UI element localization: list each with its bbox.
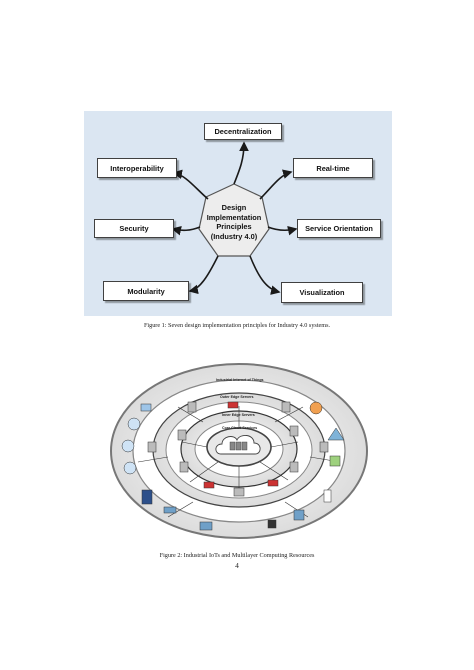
factory-icon: [329, 455, 341, 467]
machine-icon: [199, 521, 213, 531]
center-line-1: Design: [221, 203, 247, 212]
sensor-icon: [121, 439, 135, 453]
edge-server-icon: [319, 441, 329, 453]
truck-icon: [140, 403, 152, 412]
arrow-decentralization: [233, 141, 249, 185]
box-modularity: Modularity: [103, 281, 189, 301]
center-heptagon: [198, 183, 270, 257]
reader-icon: [163, 506, 177, 514]
edge-server-icon: [233, 487, 245, 497]
figure-2: Industrial Internet of Things Outer Edge…: [108, 362, 370, 542]
box-visualization: Visualization: [281, 282, 363, 303]
arm-icon: [267, 519, 277, 529]
arrow-realtime: [259, 169, 293, 200]
box-decentralization: Decentralization: [204, 123, 282, 140]
edge-server-icon: [187, 401, 197, 413]
edge-server-icon: [179, 461, 189, 473]
arrow-interoperability: [172, 169, 209, 200]
router-icon: [227, 401, 239, 409]
label-outer-edge: Outer Edge Servers: [220, 395, 254, 399]
page-number: 4: [235, 561, 239, 570]
label-iiot: Industrial Internet of Things: [216, 378, 264, 382]
arrow-service-orientation: [267, 226, 298, 236]
device-icons: [121, 401, 345, 531]
label-core: Core Cloud Services: [222, 426, 258, 430]
router-icon: [267, 479, 279, 487]
figure-1: Design Implementation Principles (Indust…: [84, 111, 392, 316]
arrow-security: [171, 226, 201, 236]
box-interoperability: Interoperability: [97, 158, 177, 178]
center-line-2: Implementation: [206, 212, 262, 222]
box-security: Security: [94, 219, 174, 238]
edge-server-icon: [177, 429, 187, 441]
center-line-3: Principles: [216, 222, 252, 232]
gear-icon: [309, 401, 323, 415]
wifi-icon: [141, 489, 153, 505]
arrow-modularity: [188, 255, 219, 295]
center-label: Design Implementation Principles (Indust…: [202, 203, 266, 241]
edge-server-icon: [281, 401, 291, 413]
robot-icon: [293, 509, 305, 521]
edge-server-icon: [147, 441, 157, 453]
label-inner-edge: Inner Edge Servers: [222, 413, 255, 417]
cart-icon: [123, 461, 137, 475]
server-rack-icons: [229, 441, 248, 451]
box-realtime: Real-time: [293, 158, 373, 178]
edge-server-icon: [289, 425, 299, 437]
box-service-orientation: Service Orientation: [297, 219, 381, 238]
network-icon: [127, 417, 141, 431]
figure-1-caption: Figure 1: Seven design implementation pr…: [143, 322, 331, 329]
phone-icon: [323, 489, 332, 503]
edge-server-icon: [289, 461, 299, 473]
figure-2-caption: Figure 2: Industrial IoTs and Multilayer…: [159, 552, 315, 559]
center-line-4: (Industry 4.0): [210, 231, 258, 241]
router-icon: [203, 481, 215, 489]
lab-icon: [327, 427, 345, 441]
figure-2-graphic: [110, 363, 368, 539]
arrow-visualization: [249, 255, 281, 295]
